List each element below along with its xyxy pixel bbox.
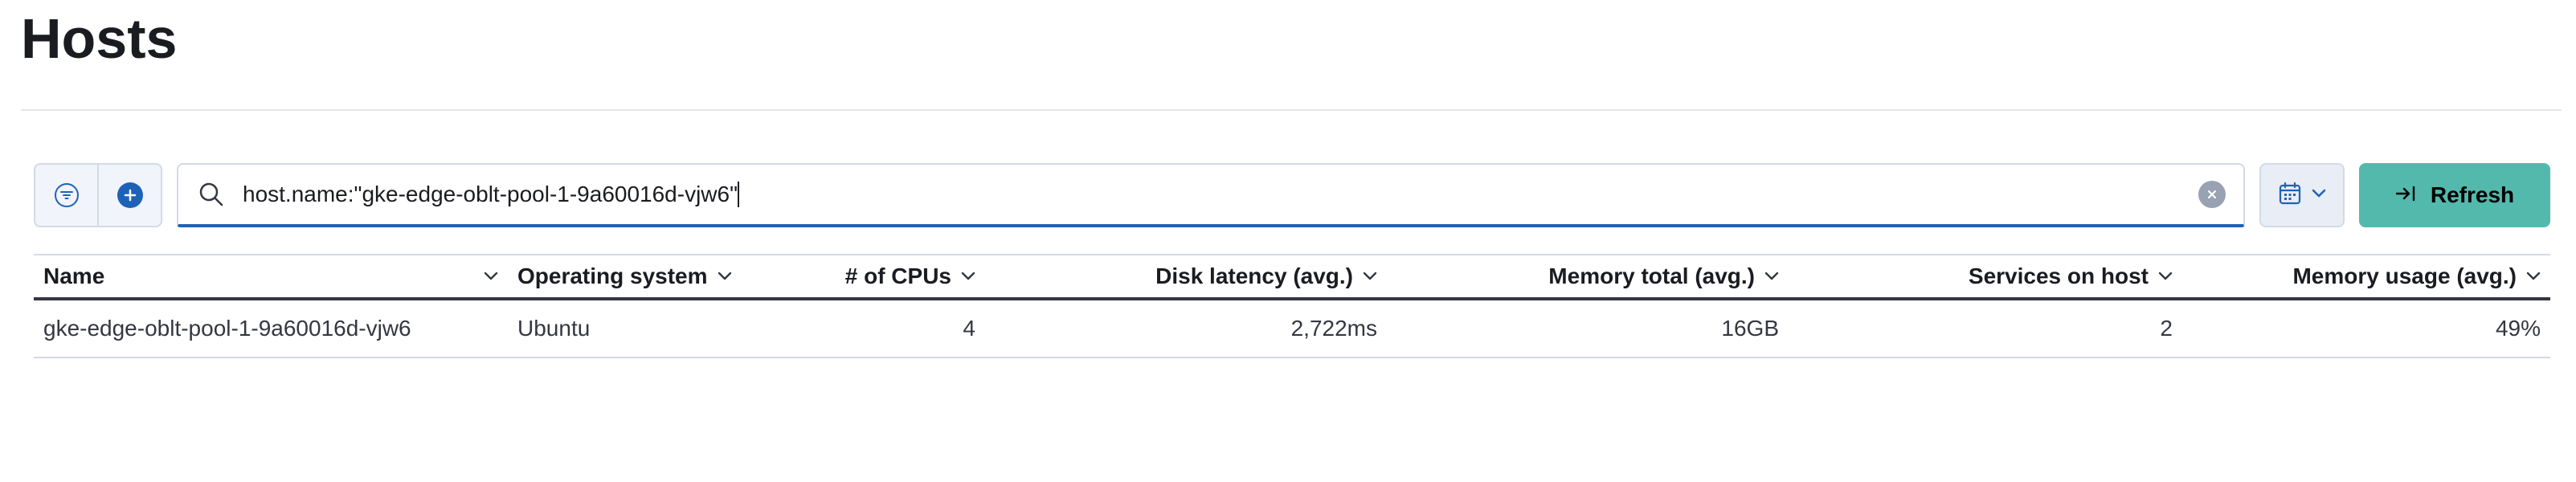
search-icon xyxy=(191,181,231,208)
search-query-text: host.name:"gke-edge-oblt-pool-1-9a60016d… xyxy=(243,182,738,206)
cell-os: Ubuntu xyxy=(508,316,789,341)
chevron-down-icon xyxy=(1363,272,1377,281)
column-header-disk-latency[interactable]: Disk latency (avg.) xyxy=(985,263,1387,289)
chevron-down-icon xyxy=(2158,272,2173,281)
text-cursor xyxy=(738,182,740,207)
column-header-label: Disk latency (avg.) xyxy=(1155,263,1353,288)
cell-value: 4 xyxy=(963,316,975,341)
cell-memory-total: 16GB xyxy=(1387,316,1789,341)
column-header-name[interactable]: Name xyxy=(34,263,508,289)
column-header-services[interactable]: Services on host xyxy=(1789,263,2182,289)
clear-icon[interactable] xyxy=(2198,181,2226,208)
cell-services: 2 xyxy=(1789,316,2182,341)
host-name-link[interactable]: gke-edge-oblt-pool-1-9a60016d-vjw6 xyxy=(43,316,411,341)
table-header: Name Operating system # of CPUs Disk lat… xyxy=(34,254,2550,300)
cell-name[interactable]: gke-edge-oblt-pool-1-9a60016d-vjw6 xyxy=(34,316,508,341)
title-divider xyxy=(21,109,2562,111)
cell-disk-latency: 2,722ms xyxy=(985,316,1387,341)
page-title: Hosts xyxy=(21,7,178,70)
column-header-os[interactable]: Operating system xyxy=(508,263,789,289)
refresh-arrow-icon xyxy=(2395,182,2416,208)
chevron-down-icon xyxy=(961,272,975,281)
cell-memory-usage: 49% xyxy=(2182,316,2550,341)
search-input[interactable]: host.name:"gke-edge-oblt-pool-1-9a60016d… xyxy=(231,182,2198,207)
cell-value: 2,722ms xyxy=(1290,316,1377,341)
cell-value: 49% xyxy=(2495,316,2541,341)
hosts-table: Name Operating system # of CPUs Disk lat… xyxy=(34,254,2550,358)
refresh-button-label: Refresh xyxy=(2430,182,2515,207)
chevron-down-icon xyxy=(2312,188,2326,202)
column-header-memory-usage[interactable]: Memory usage (avg.) xyxy=(2182,263,2550,289)
date-picker-button[interactable] xyxy=(2259,163,2345,227)
refresh-button[interactable]: Refresh xyxy=(2359,163,2550,227)
calendar-icon xyxy=(2278,182,2302,210)
plus-circle-icon xyxy=(117,182,143,208)
filter-toolbar xyxy=(34,163,162,227)
chevron-down-icon xyxy=(2526,272,2541,281)
table-row[interactable]: gke-edge-oblt-pool-1-9a60016d-vjw6 Ubunt… xyxy=(34,300,2550,358)
column-header-memory-total[interactable]: Memory total (avg.) xyxy=(1387,263,1789,289)
filter-button[interactable] xyxy=(35,165,97,226)
column-header-label: Operating system xyxy=(517,263,708,288)
cell-value: Ubuntu xyxy=(517,316,591,341)
column-header-label: # of CPUs xyxy=(844,263,951,288)
cell-cpus: 4 xyxy=(789,316,985,341)
cell-value: 2 xyxy=(2160,316,2173,341)
search-bar[interactable]: host.name:"gke-edge-oblt-pool-1-9a60016d… xyxy=(177,163,2245,227)
add-filter-button[interactable] xyxy=(97,165,161,226)
filter-icon xyxy=(54,183,79,207)
column-header-label: Memory usage (avg.) xyxy=(2292,263,2517,288)
chevron-down-icon xyxy=(718,272,732,281)
cell-value: 16GB xyxy=(1721,316,1779,341)
column-header-cpus[interactable]: # of CPUs xyxy=(789,263,985,289)
column-header-label: Memory total (avg.) xyxy=(1548,263,1755,288)
column-header-label: Services on host xyxy=(1968,263,2149,288)
column-header-label: Name xyxy=(43,263,105,288)
chevron-down-icon xyxy=(484,272,498,281)
chevron-down-icon xyxy=(1764,272,1779,281)
